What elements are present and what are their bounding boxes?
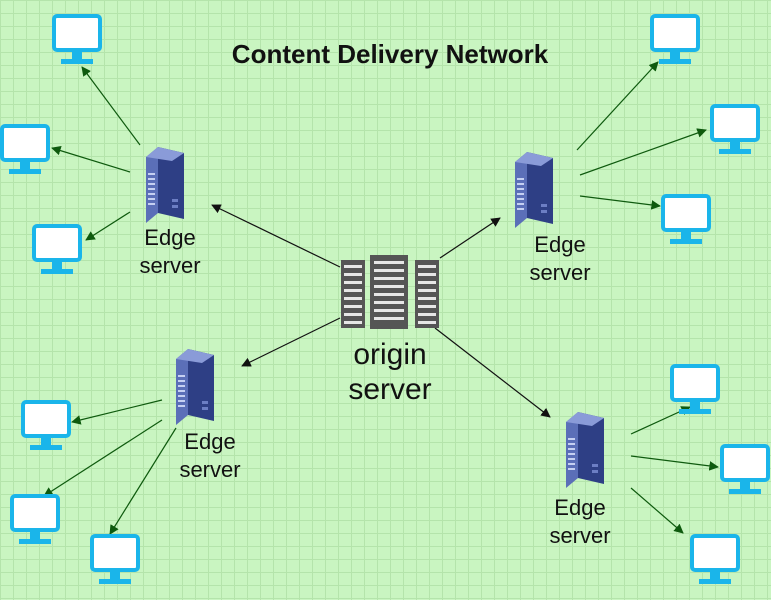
- edge-label-line1: Edge: [534, 232, 585, 257]
- client-arrows: [43, 61, 719, 535]
- arrow-origin-to-edge-top-right: [439, 217, 501, 259]
- monitor-icon: [670, 364, 720, 416]
- server-icon: [515, 152, 553, 228]
- edge-server-bottom-right: Edge server: [549, 412, 611, 548]
- server-icon: [176, 349, 214, 425]
- origin-server-icon: [341, 255, 439, 329]
- edge-label-line2: server: [549, 523, 610, 548]
- arrow-origin-to-edge-top-left: [211, 204, 341, 268]
- edge-label-line2: server: [179, 457, 240, 482]
- monitor-icon: [710, 104, 760, 156]
- monitor-icon: [690, 534, 740, 586]
- arrow-edge-to-client: [630, 487, 684, 534]
- arrow-edge-to-client: [51, 145, 131, 173]
- arrow-edge-to-client: [85, 211, 131, 241]
- edge-label-line1: Edge: [184, 429, 235, 454]
- monitor-icon: [720, 444, 770, 496]
- monitor-icon: [0, 124, 50, 176]
- arrow-edge-to-client: [81, 66, 141, 146]
- arrow-edge-to-client: [630, 455, 719, 471]
- diagram-title: Content Delivery Network: [232, 39, 549, 69]
- arrow-edge-to-client: [71, 399, 163, 425]
- origin-server: origin server: [341, 255, 439, 406]
- arrow-edge-to-client: [579, 128, 707, 176]
- arrow-edge-to-client: [109, 427, 177, 535]
- monitor-icon: [661, 194, 711, 246]
- origin-label-line1: origin: [353, 338, 426, 371]
- arrow-edge-to-client: [43, 419, 163, 497]
- monitor-icon: [21, 400, 71, 452]
- monitor-icon: [10, 494, 60, 546]
- edge-server-top-left: Edge server: [139, 147, 201, 278]
- edge-label-line1: Edge: [144, 225, 195, 250]
- server-icon: [146, 147, 184, 223]
- monitor-icon: [52, 14, 102, 66]
- edge-label-line1: Edge: [554, 495, 605, 520]
- edge-server-bottom-left: Edge server: [176, 349, 241, 482]
- edge-server-top-right: Edge server: [515, 152, 591, 285]
- monitor-icon: [90, 534, 140, 586]
- arrow-origin-to-edge-bottom-left: [241, 317, 341, 367]
- edge-label-line2: server: [139, 253, 200, 278]
- origin-label-line2: server: [348, 373, 431, 406]
- arrow-origin-to-edge-bottom-right: [434, 327, 551, 418]
- monitor-icon: [650, 14, 700, 66]
- edge-label-line2: server: [529, 260, 590, 285]
- monitor-icon: [32, 224, 82, 276]
- arrow-edge-to-client: [579, 195, 661, 210]
- server-icon: [566, 412, 604, 488]
- arrow-edge-to-client: [576, 61, 659, 151]
